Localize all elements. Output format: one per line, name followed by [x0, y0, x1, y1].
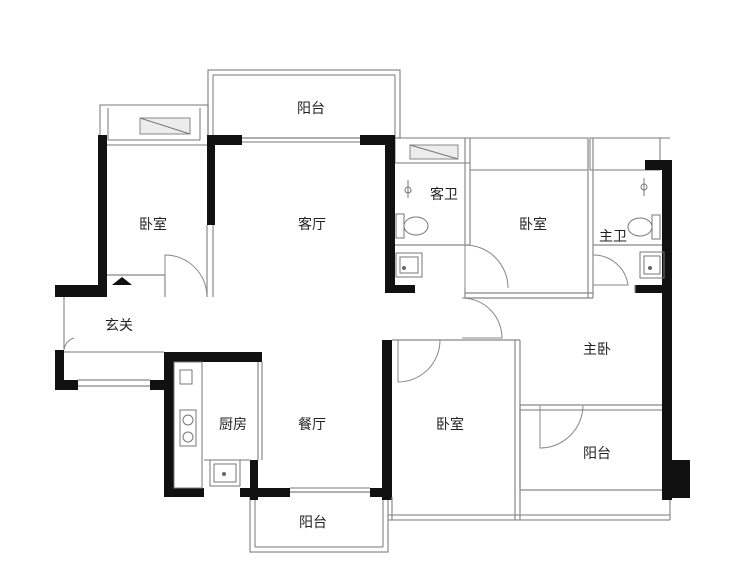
kitchen-counter — [173, 361, 241, 489]
room-labels: 阳台 卧室 客厅 客卫 卧室 主卫 玄关 主卧 厨房 餐厅 卧室 阳台 阳台 — [105, 101, 627, 531]
label-bedroom-middle: 卧室 — [519, 216, 547, 233]
label-balcony-top: 阳台 — [297, 101, 325, 117]
shower-master — [640, 178, 648, 196]
toilet-guest — [395, 213, 429, 239]
bedroom-left-top-strip — [99, 104, 209, 146]
door-swings — [63, 244, 629, 449]
label-guest-bath: 客卫 — [430, 186, 458, 203]
label-bedroom-bottom: 卧室 — [436, 416, 464, 433]
label-balcony-bottom: 阳台 — [299, 515, 327, 531]
toilet-master — [627, 214, 661, 240]
label-dining-room: 餐厅 — [298, 417, 326, 433]
sink-guest — [395, 252, 423, 278]
sink-master — [639, 251, 665, 279]
shower-guest — [404, 180, 412, 198]
label-kitchen: 厨房 — [219, 417, 247, 433]
label-balcony-right: 阳台 — [583, 446, 611, 462]
label-living-room: 客厅 — [298, 216, 326, 233]
label-bedroom-left: 卧室 — [139, 216, 167, 233]
interior-partitions — [63, 137, 662, 520]
walls — [55, 135, 690, 500]
label-master-bath: 主卫 — [599, 229, 627, 245]
label-entrance: 玄关 — [105, 317, 133, 334]
balcony-right-outline — [388, 404, 671, 521]
bath-top-strip — [394, 137, 670, 171]
label-master-bedroom: 主卧 — [583, 342, 611, 358]
